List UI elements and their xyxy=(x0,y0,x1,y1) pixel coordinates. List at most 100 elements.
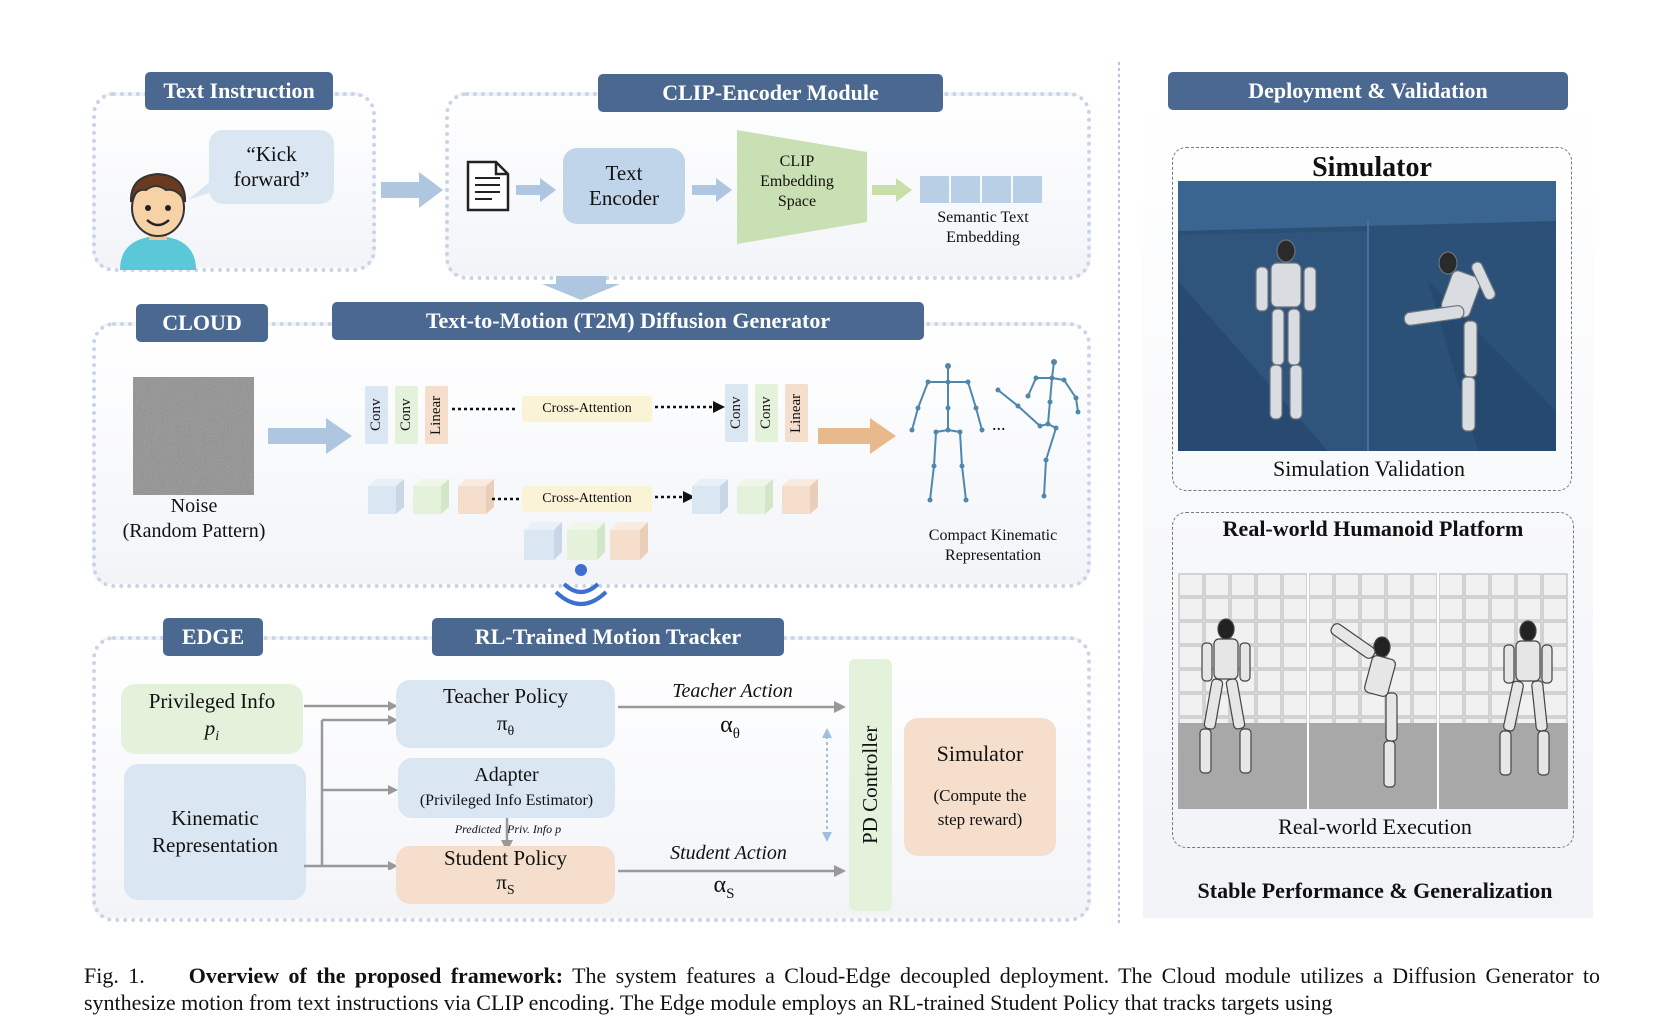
teacher-policy-symbol: πθ xyxy=(496,710,515,740)
edge-simulator-line-2: (Compute the xyxy=(933,786,1027,805)
arrow-to-kinematics xyxy=(818,418,896,454)
realworld-title: Real-world Humanoid Platform xyxy=(1222,516,1524,541)
noise-label: Noise (Random Pattern) xyxy=(108,494,280,544)
noise-image xyxy=(133,377,254,495)
linear-block-1 xyxy=(425,386,448,444)
embedding-label: Semantic Text Embedding xyxy=(908,208,1058,248)
teacher-policy-box: Teacher Policy πθ xyxy=(396,680,615,748)
wireless-signal-icon xyxy=(554,564,608,606)
clip-space-label: CLIP Embedding Space xyxy=(737,152,857,212)
privileged-info-line-1: Privileged Info xyxy=(148,688,276,713)
simulator-title: Simulator xyxy=(1312,152,1432,183)
arrow-encoder-to-space xyxy=(692,178,732,202)
text-encoder-line-2: Encoder xyxy=(589,186,659,210)
speech-bubble: “Kick forward” xyxy=(209,130,334,204)
arrow-doc-to-encoder xyxy=(516,178,556,202)
compact-line-2: Representation xyxy=(945,547,1041,564)
speech-line-2: forward” xyxy=(233,167,310,191)
embedding-line-1: Semantic Text xyxy=(937,209,1029,226)
kinematic-representation-box: Kinematic Representation xyxy=(124,764,306,900)
cube-row-right xyxy=(692,479,818,514)
linear-label-2: Linear xyxy=(788,393,804,433)
conv-label-3: Conv xyxy=(728,396,744,430)
student-action-label: Student Action xyxy=(670,842,787,864)
dotted-vertical-arrow xyxy=(822,728,832,842)
privileged-info-symbol: pi xyxy=(204,715,220,745)
teacher-action-label: Teacher Action xyxy=(672,680,793,702)
cube-row-left xyxy=(368,479,494,514)
student-policy-line-1: Student Policy xyxy=(443,846,568,871)
clip-encoder-tag: CLIP-Encoder Module xyxy=(598,74,943,112)
pd-controller-label: PD Controller xyxy=(858,725,882,845)
linear-label-1: Linear xyxy=(428,395,444,435)
teacher-action-alpha: αθ xyxy=(720,712,740,742)
dotted-arrow-top-right xyxy=(655,401,725,413)
dotted-arrow-bottom-right xyxy=(655,491,695,503)
predicted-priv-info-label: Predicted Priv. Info p xyxy=(454,822,562,836)
student-action-arrow xyxy=(618,865,846,877)
realworld-execution-caption: Real-world Execution xyxy=(1278,814,1472,839)
edge-simulator-line-3: step reward) xyxy=(937,810,1023,829)
speech-line-1: “Kick xyxy=(246,142,297,166)
conv-label-4: Conv xyxy=(758,396,774,430)
conv-label-1: Conv xyxy=(368,398,384,432)
arrow-noise-to-diffusion xyxy=(268,418,352,454)
simulation-validation-caption: Simulation Validation xyxy=(1272,456,1466,481)
arrow-space-to-embedding xyxy=(872,178,912,202)
teacher-action-arrow xyxy=(618,701,846,713)
skeleton-figure-2 xyxy=(995,359,1081,499)
teacher-policy-line-1: Teacher Policy xyxy=(442,683,569,708)
edge-simulator-box: Simulator (Compute the step reward) xyxy=(904,718,1056,856)
clip-space-line-2: Embedding xyxy=(760,173,834,190)
compact-line-1: Compact Kinematic xyxy=(928,527,1058,544)
kinematic-line-1: Kinematic xyxy=(171,806,259,830)
cloud-tag: CLOUD xyxy=(136,304,268,342)
arrow-clip-to-t2m xyxy=(542,276,620,300)
conv-block-4 xyxy=(755,384,778,442)
conv-block-3 xyxy=(725,384,748,442)
cube-row-center xyxy=(524,522,648,560)
skeleton-ellipsis: ... xyxy=(992,414,1006,434)
realworld-image xyxy=(1178,573,1568,809)
document-icon xyxy=(466,160,510,212)
left-connectors xyxy=(304,701,398,870)
conv-block-2 xyxy=(395,386,418,444)
conv-label-2: Conv xyxy=(398,398,414,432)
stable-performance-label: Stable Performance & Generalization xyxy=(1197,878,1553,903)
text-encoder-box: Text Encoder xyxy=(563,148,685,224)
realworld-frame xyxy=(1172,512,1574,848)
dotted-connector-bottom-left xyxy=(492,497,522,501)
t2m-generator-tag: Text-to-Motion (T2M) Diffusion Generator xyxy=(332,302,924,340)
figure-number: Fig. 1. xyxy=(84,963,145,988)
edge-simulator-line-1: Simulator xyxy=(936,741,1024,766)
simulator-frame xyxy=(1172,147,1572,491)
text-encoder-line-1: Text xyxy=(605,161,643,185)
conv-block-1 xyxy=(365,386,388,444)
text-instruction-tag: Text Instruction xyxy=(145,72,333,110)
adapter-line-2: (Privileged Info Estimator) xyxy=(419,792,594,809)
adapter-line-1: Adapter xyxy=(474,764,539,786)
cross-attention-top: Cross-Attention xyxy=(522,396,652,422)
embedding-vector xyxy=(920,176,1042,203)
section-divider xyxy=(1118,62,1120,926)
clip-space-line-3: Space xyxy=(777,193,817,210)
noise-line-1: Noise xyxy=(170,495,218,517)
pd-controller-box xyxy=(849,659,892,911)
edge-tag: EDGE xyxy=(163,618,263,656)
arrow-to-clip xyxy=(381,172,443,208)
motion-tracker-tag: RL-Trained Motion Tracker xyxy=(432,618,784,656)
user-avatar-icon xyxy=(120,172,196,270)
clip-space-line-1: CLIP xyxy=(779,153,815,170)
linear-block-2 xyxy=(785,384,808,442)
cross-attention-bottom: Cross-Attention xyxy=(522,486,652,512)
embedding-line-2: Embedding xyxy=(946,229,1020,246)
simulator-image xyxy=(1178,181,1556,451)
compact-kinematic-label: Compact Kinematic Representation xyxy=(908,526,1078,566)
deployment-tag: Deployment & Validation xyxy=(1168,72,1568,110)
caption-bold: Overview of the proposed framework: xyxy=(188,963,564,988)
noise-line-2: (Random Pattern) xyxy=(122,520,266,542)
kinematic-line-2: Representation xyxy=(152,833,278,857)
skeleton-figure-1 xyxy=(909,363,985,503)
student-policy-box: Student Policy πS xyxy=(396,846,615,904)
clip-embedding-space-shape xyxy=(737,130,867,244)
